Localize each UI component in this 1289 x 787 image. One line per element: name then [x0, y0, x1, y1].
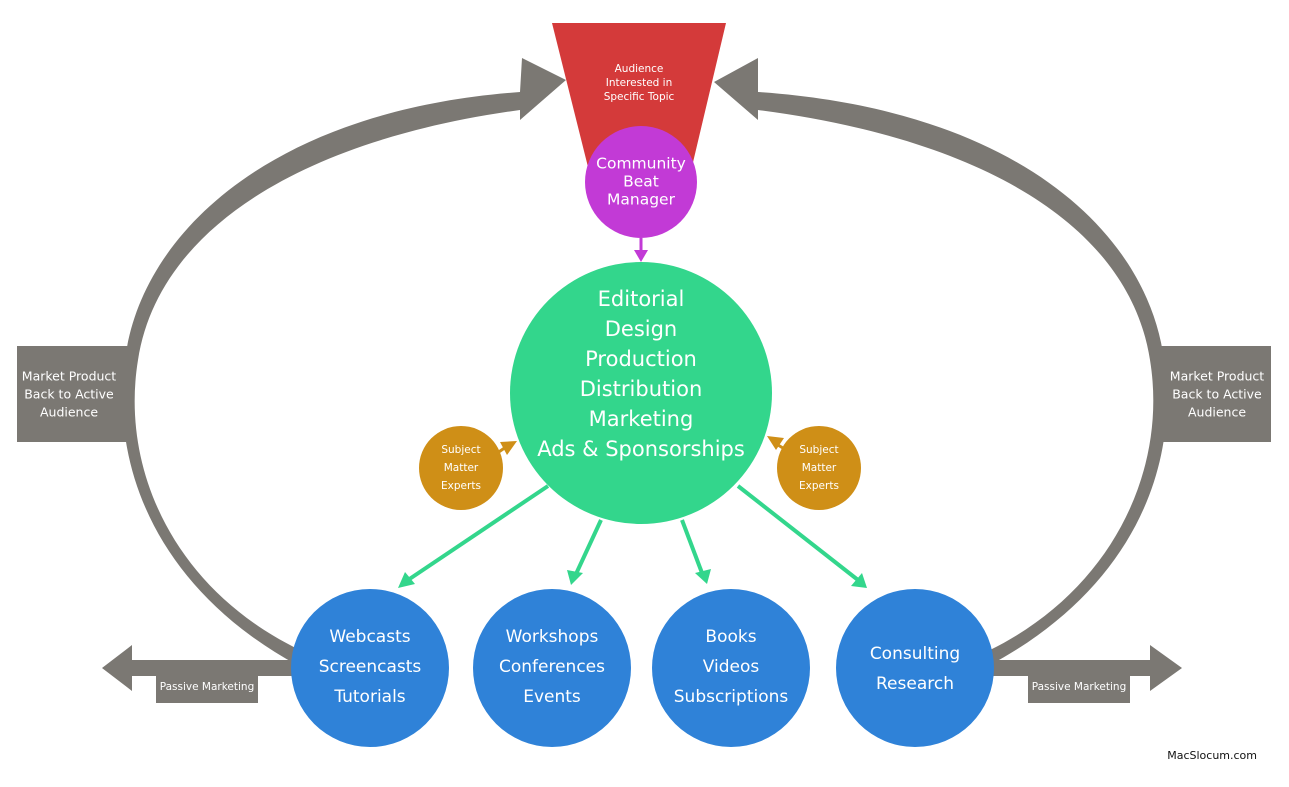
left-passive-arrow — [102, 645, 298, 691]
passive-label-left: Passive Marketing — [160, 681, 255, 693]
subject-matter-experts-left-node — [419, 426, 503, 510]
output-consulting-line-2: Research — [876, 674, 954, 694]
output-consulting-line-1: Consulting — [870, 644, 960, 664]
output-workshops-node — [473, 589, 631, 747]
passive-label-right-box — [1028, 671, 1130, 703]
community-beat-manager-node — [585, 126, 697, 238]
passive-label-right: Passive Marketing — [1032, 681, 1127, 693]
output-workshops-line-3: Events — [523, 687, 581, 707]
hub-line-5: Marketing — [589, 407, 694, 431]
experts-left-line-2: Matter — [444, 462, 479, 474]
experts-right-line-1: Subject — [799, 444, 838, 456]
experts-right-line-2: Matter — [802, 462, 837, 474]
site-credit: MacSlocum.com — [1167, 749, 1257, 762]
side-label-right-line-2: Back to Active — [1172, 387, 1262, 402]
funnel-line-1: Audience — [615, 63, 664, 75]
side-label-right-box — [1160, 346, 1271, 442]
side-label-left-line-2: Back to Active — [24, 387, 114, 402]
connector-workshops — [574, 519, 603, 575]
connector-books — [680, 519, 704, 574]
side-label-left-line-3: Audience — [40, 405, 98, 420]
right-return-arc — [714, 58, 1167, 665]
hub-line-3: Production — [585, 347, 697, 371]
connector-webcasts — [406, 484, 550, 582]
right-passive-arrow — [992, 645, 1182, 691]
side-label-right-line-1: Market Product — [1170, 369, 1265, 384]
output-workshops-line-2: Conferences — [499, 657, 605, 677]
output-webcasts-line-3: Tutorials — [333, 687, 405, 707]
hub-line-4: Distribution — [580, 377, 703, 401]
hub-line-6: Ads & Sponsorships — [537, 437, 745, 461]
output-webcasts-line-1: Webcasts — [329, 627, 410, 647]
manager-to-hub-arrowhead — [634, 250, 648, 262]
side-label-right-line-3: Audience — [1188, 405, 1246, 420]
left-return-arc — [122, 58, 566, 665]
passive-label-left-box — [156, 671, 258, 703]
arrowhead-consulting — [851, 573, 867, 588]
experts-left-line-1: Subject — [441, 444, 480, 456]
production-hub-node — [510, 262, 772, 524]
funnel-line-3: Specific Topic — [604, 91, 675, 103]
experts-left-line-3: Experts — [441, 480, 481, 492]
left-expert-arrowhead — [500, 441, 517, 455]
hub-line-2: Design — [605, 317, 678, 341]
arrowhead-webcasts — [398, 572, 415, 588]
output-workshops-line-1: Workshops — [506, 627, 599, 647]
subject-matter-experts-right-node — [777, 426, 861, 510]
side-label-left-box — [17, 346, 129, 442]
output-webcasts-node — [291, 589, 449, 747]
output-books-line-1: Books — [705, 627, 756, 647]
connector-consulting — [736, 484, 860, 582]
output-webcasts-line-2: Screencasts — [319, 657, 422, 677]
manager-line-3: Manager — [607, 191, 676, 209]
funnel-line-2: Interested in — [606, 77, 673, 89]
output-books-node — [652, 589, 810, 747]
side-label-left-line-1: Market Product — [22, 369, 117, 384]
audience-funnel — [552, 23, 726, 175]
output-books-line-3: Subscriptions — [674, 687, 789, 707]
arrowhead-books — [695, 569, 711, 584]
arrowhead-workshops — [567, 570, 583, 585]
output-books-line-2: Videos — [703, 657, 760, 677]
experts-right-line-3: Experts — [799, 480, 839, 492]
manager-line-1: Community — [596, 155, 686, 173]
hub-to-output-connectors — [398, 484, 867, 588]
output-consulting-node — [836, 589, 994, 747]
right-expert-arrowhead — [767, 436, 784, 450]
hub-line-1: Editorial — [598, 287, 685, 311]
manager-line-2: Beat — [623, 173, 659, 191]
